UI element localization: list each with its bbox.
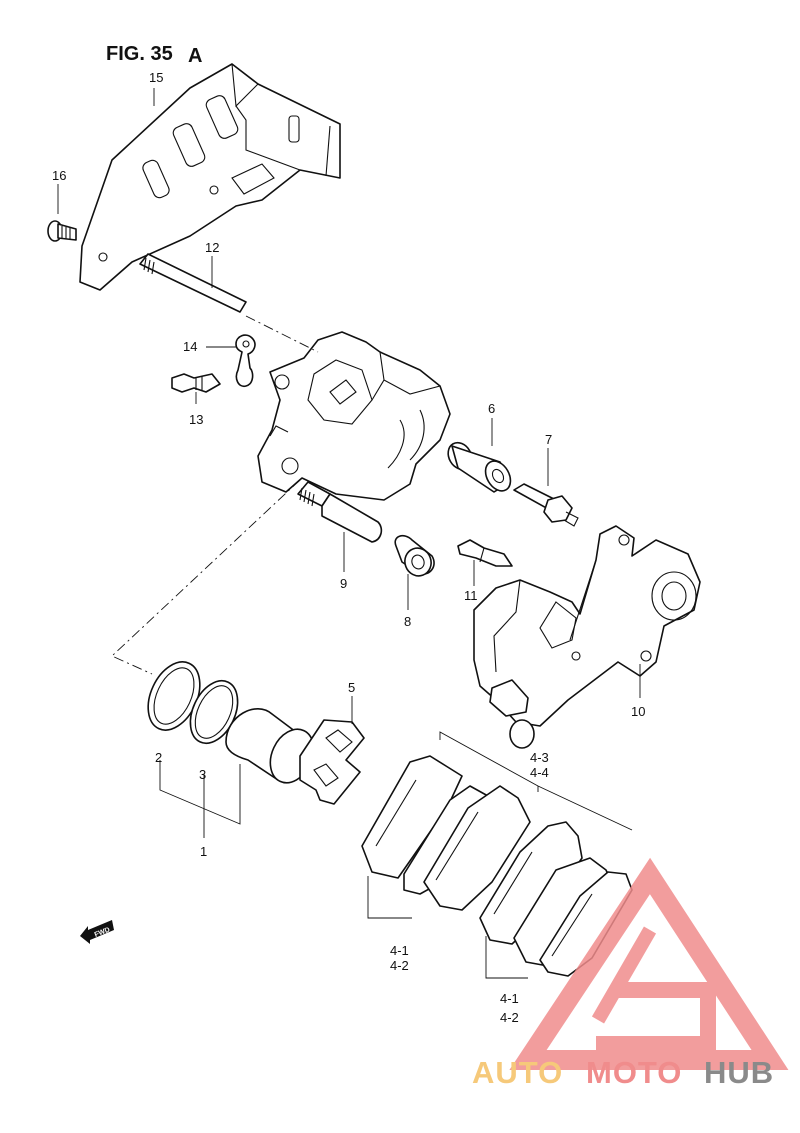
figure-variant: A (188, 45, 202, 67)
part-12-slide-pin (139, 253, 247, 313)
fwd-arrow-icon: FWD (80, 920, 114, 944)
part-8-grommet (394, 534, 435, 577)
bracket-pads-front (367, 876, 412, 919)
bracket-pads-rear (485, 936, 528, 979)
label-15: 15 (149, 70, 163, 85)
watermark-hub: HUB (704, 1055, 774, 1090)
figure-title: FIG. 35 (106, 43, 173, 65)
axis-line-piston (111, 479, 301, 675)
part-10-bracket (473, 525, 701, 749)
bracket-pads-top (439, 731, 633, 831)
label-12: 12 (205, 240, 219, 255)
part-2-piston-seal (147, 661, 201, 731)
label-1: 1 (200, 844, 207, 859)
label-7: 7 (545, 432, 552, 447)
label-4-2-front: 4-2 (390, 958, 409, 973)
part-3-dust-seal (189, 680, 239, 744)
part-5-shim (299, 719, 365, 805)
label-4-1-front: 4-1 (390, 943, 409, 958)
label-16: 16 (52, 168, 66, 183)
label-10: 10 (631, 704, 645, 719)
part-7-bolt (513, 483, 579, 527)
label-13: 13 (189, 412, 203, 427)
part-15-caliper-guard (79, 63, 341, 291)
watermark-moto: MOTO (586, 1055, 682, 1090)
label-11: 11 (464, 588, 478, 603)
pad-set-front (361, 755, 531, 911)
watermark-auto: AUTO (472, 1055, 563, 1090)
axis-line-pin (245, 315, 319, 353)
label-9: 9 (340, 576, 347, 591)
part-13-bleeder (171, 373, 221, 393)
label-3: 3 (199, 767, 206, 782)
label-8: 8 (404, 614, 411, 629)
part-11-spring-plate (457, 539, 513, 567)
part-16-screw (47, 220, 77, 242)
leader-lines (57, 88, 641, 838)
label-4-1-rear: 4-1 (500, 991, 519, 1006)
label-4-4: 4-4 (530, 765, 549, 780)
pad-set-rear (479, 821, 633, 977)
label-4-2-rear: 4-2 (500, 1010, 519, 1025)
caliper-body (257, 331, 451, 501)
label-4-3: 4-3 (530, 750, 549, 765)
label-5: 5 (348, 680, 355, 695)
part-14-clip (235, 334, 256, 388)
watermark-text: AUTO MOTO HUB (472, 1055, 774, 1090)
label-6: 6 (488, 401, 495, 416)
label-2: 2 (155, 750, 162, 765)
part-9-slide-pin (297, 481, 383, 543)
label-14: 14 (183, 339, 197, 354)
watermark-logo-icon (509, 857, 789, 1070)
part-6-boot (447, 441, 512, 493)
